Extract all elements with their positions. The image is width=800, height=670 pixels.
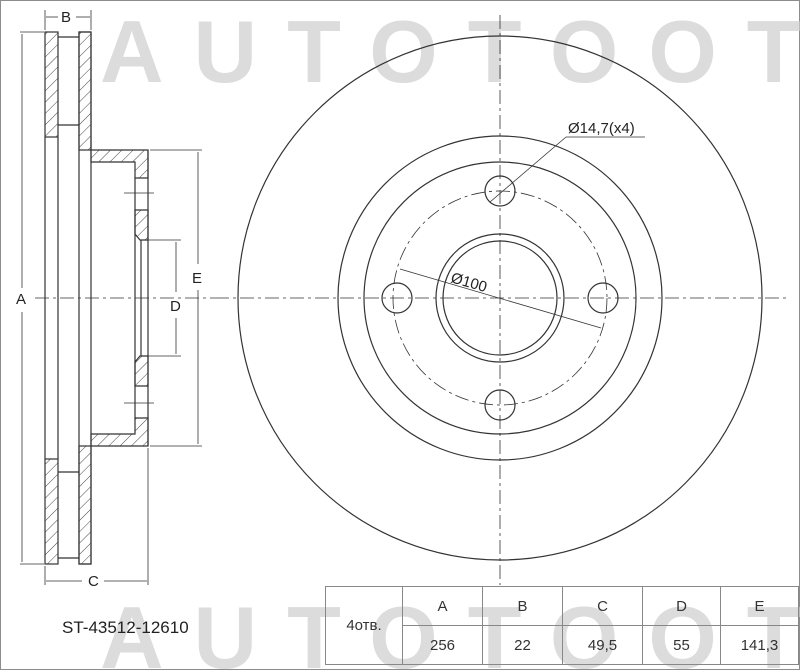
spec-table: 4отв. A B C D E 256 22 49,5 55 141,3 (325, 586, 799, 665)
hub-top (134, 209, 149, 241)
spec-header: D (642, 586, 721, 626)
friction-plate-right-top (78, 31, 92, 151)
dim-label-e: E (192, 270, 202, 287)
spec-value: 55 (642, 625, 721, 665)
watermark-top: AUTOTOOT (100, 2, 800, 101)
hat-flange-bottom (90, 417, 149, 447)
spec-header-row: 4отв. A B C D E (325, 586, 799, 665)
dim-label-c: C (88, 573, 99, 590)
bolt-hole-left (381, 282, 413, 314)
dim-label-b: B (61, 9, 71, 26)
holes-label: 4отв. (325, 586, 403, 665)
spec-header: B (482, 586, 563, 626)
bolt-hole-callout: Ø14,7(x4) (568, 120, 635, 137)
dim-label-a: A (16, 291, 26, 308)
spec-value: 49,5 (562, 625, 643, 665)
dimension-lines (20, 10, 202, 585)
spec-header: C (562, 586, 643, 626)
spec-value: 141,3 (720, 625, 799, 665)
friction-plate-left-top (44, 31, 59, 138)
part-number: ST-43512-12610 (62, 618, 189, 637)
pcd-callout: Ø100 (449, 270, 489, 296)
front-view (215, 15, 790, 585)
spec-value: 22 (482, 625, 563, 665)
hat-flange-top (90, 149, 149, 179)
spec-header: E (720, 586, 799, 626)
spec-value: 256 (402, 625, 483, 665)
side-section-view (35, 31, 215, 565)
spec-value-row: 256 22 49,5 55 141,3 (326, 625, 799, 665)
hub-bottom (134, 355, 149, 387)
dim-label-d: D (170, 298, 181, 315)
spec-header: A (402, 586, 483, 626)
friction-plate-right-bottom (78, 445, 92, 565)
friction-plate-left-bottom (44, 458, 59, 565)
